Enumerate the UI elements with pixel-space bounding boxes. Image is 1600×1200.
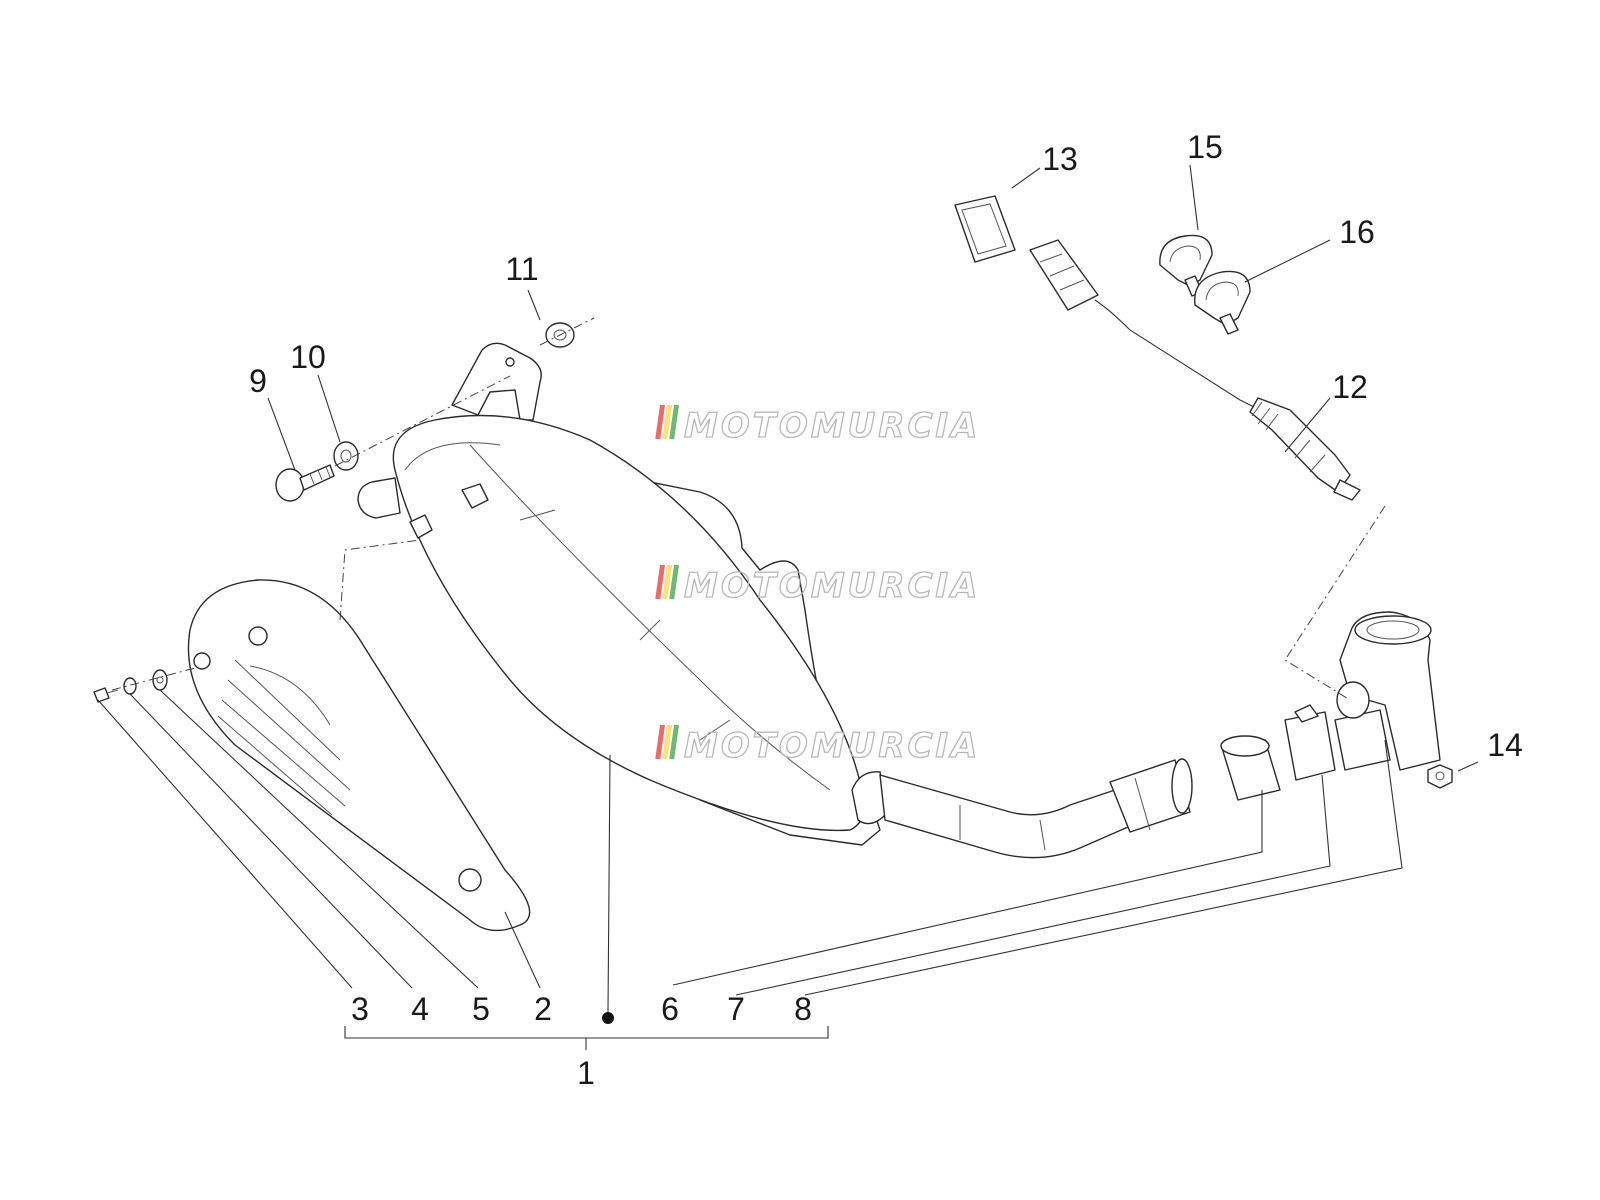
connector-cap-part-13 (954, 195, 1016, 263)
watermark-stripes (655, 565, 679, 599)
lambda-sensor-part-12 (1029, 239, 1361, 501)
muffler-side-pin (357, 477, 401, 519)
muffler-bracket (451, 342, 542, 421)
watermark-text: MOTOMURCIA (684, 566, 980, 606)
watermark-text: MOTOMURCIA (684, 726, 980, 766)
centerline-bolt-to-bracket (334, 375, 511, 467)
watermark-2: MOTOMURCIA (655, 565, 980, 607)
sleeve-part-6 (1220, 735, 1281, 801)
bolt-part-9 (275, 464, 335, 502)
exhaust-pipe-body (879, 774, 1129, 859)
callout-2: 2 (534, 991, 552, 1027)
watermark-stripes (655, 725, 679, 759)
callout-8: 8 (794, 991, 812, 1027)
screw-part-3 (93, 687, 119, 703)
callout-4: 4 (411, 991, 429, 1027)
watermark-stripes (655, 405, 679, 439)
sensor-body (1249, 397, 1351, 493)
sensor-boss (1336, 681, 1370, 719)
clamp-part-7 (1284, 704, 1336, 781)
callout-5: 5 (472, 991, 490, 1027)
callout-1: 1 (577, 1055, 595, 1091)
nut-part-14 (1427, 764, 1453, 789)
muffler-clip-left (409, 514, 433, 539)
watermark-text: MOTOMURCIA (684, 406, 980, 446)
watermark-3: MOTOMURCIA (655, 725, 980, 767)
muffler-clip-upper (461, 483, 489, 509)
callout-16: 16 (1339, 214, 1375, 250)
callout-3: 3 (351, 991, 369, 1027)
exhaust-pipe-slotted-end (1109, 759, 1191, 833)
sensor-tip (1333, 479, 1361, 501)
callout-12: 12 (1332, 369, 1368, 405)
callout-15: 15 (1187, 129, 1223, 165)
centerline-sensor (1284, 505, 1386, 701)
watermark-1: MOTOMURCIA (655, 405, 980, 447)
cable-clip-part-15 (1159, 234, 1213, 297)
sensor-wire (1094, 299, 1261, 411)
exhaust-elbow-pipe (1334, 611, 1441, 771)
elbow-flange (1354, 615, 1432, 645)
centerline-shield-mount (339, 539, 421, 621)
callout-6: 6 (661, 991, 679, 1027)
callout-14: 14 (1487, 727, 1523, 763)
cable-clip-part-16 (1194, 270, 1251, 335)
callout-9: 9 (249, 363, 267, 399)
pipe-end-opening (1171, 758, 1193, 814)
bracket-hole (505, 357, 515, 367)
sensor-connector (1029, 239, 1099, 311)
heat-shield-part-2 (187, 579, 531, 932)
callout-7: 7 (727, 991, 745, 1027)
callout-11: 11 (505, 251, 538, 287)
callout-13: 13 (1042, 141, 1078, 177)
callout-10: 10 (290, 339, 326, 375)
leader-lines (97, 164, 1479, 1050)
grommet-part-5 (152, 669, 168, 691)
muffler-assembly (357, 342, 889, 846)
assembly-dot (602, 1012, 614, 1024)
exhaust-pipe (879, 758, 1193, 859)
centerline-shield-screws (111, 667, 196, 691)
heat-shield-body (187, 579, 531, 932)
